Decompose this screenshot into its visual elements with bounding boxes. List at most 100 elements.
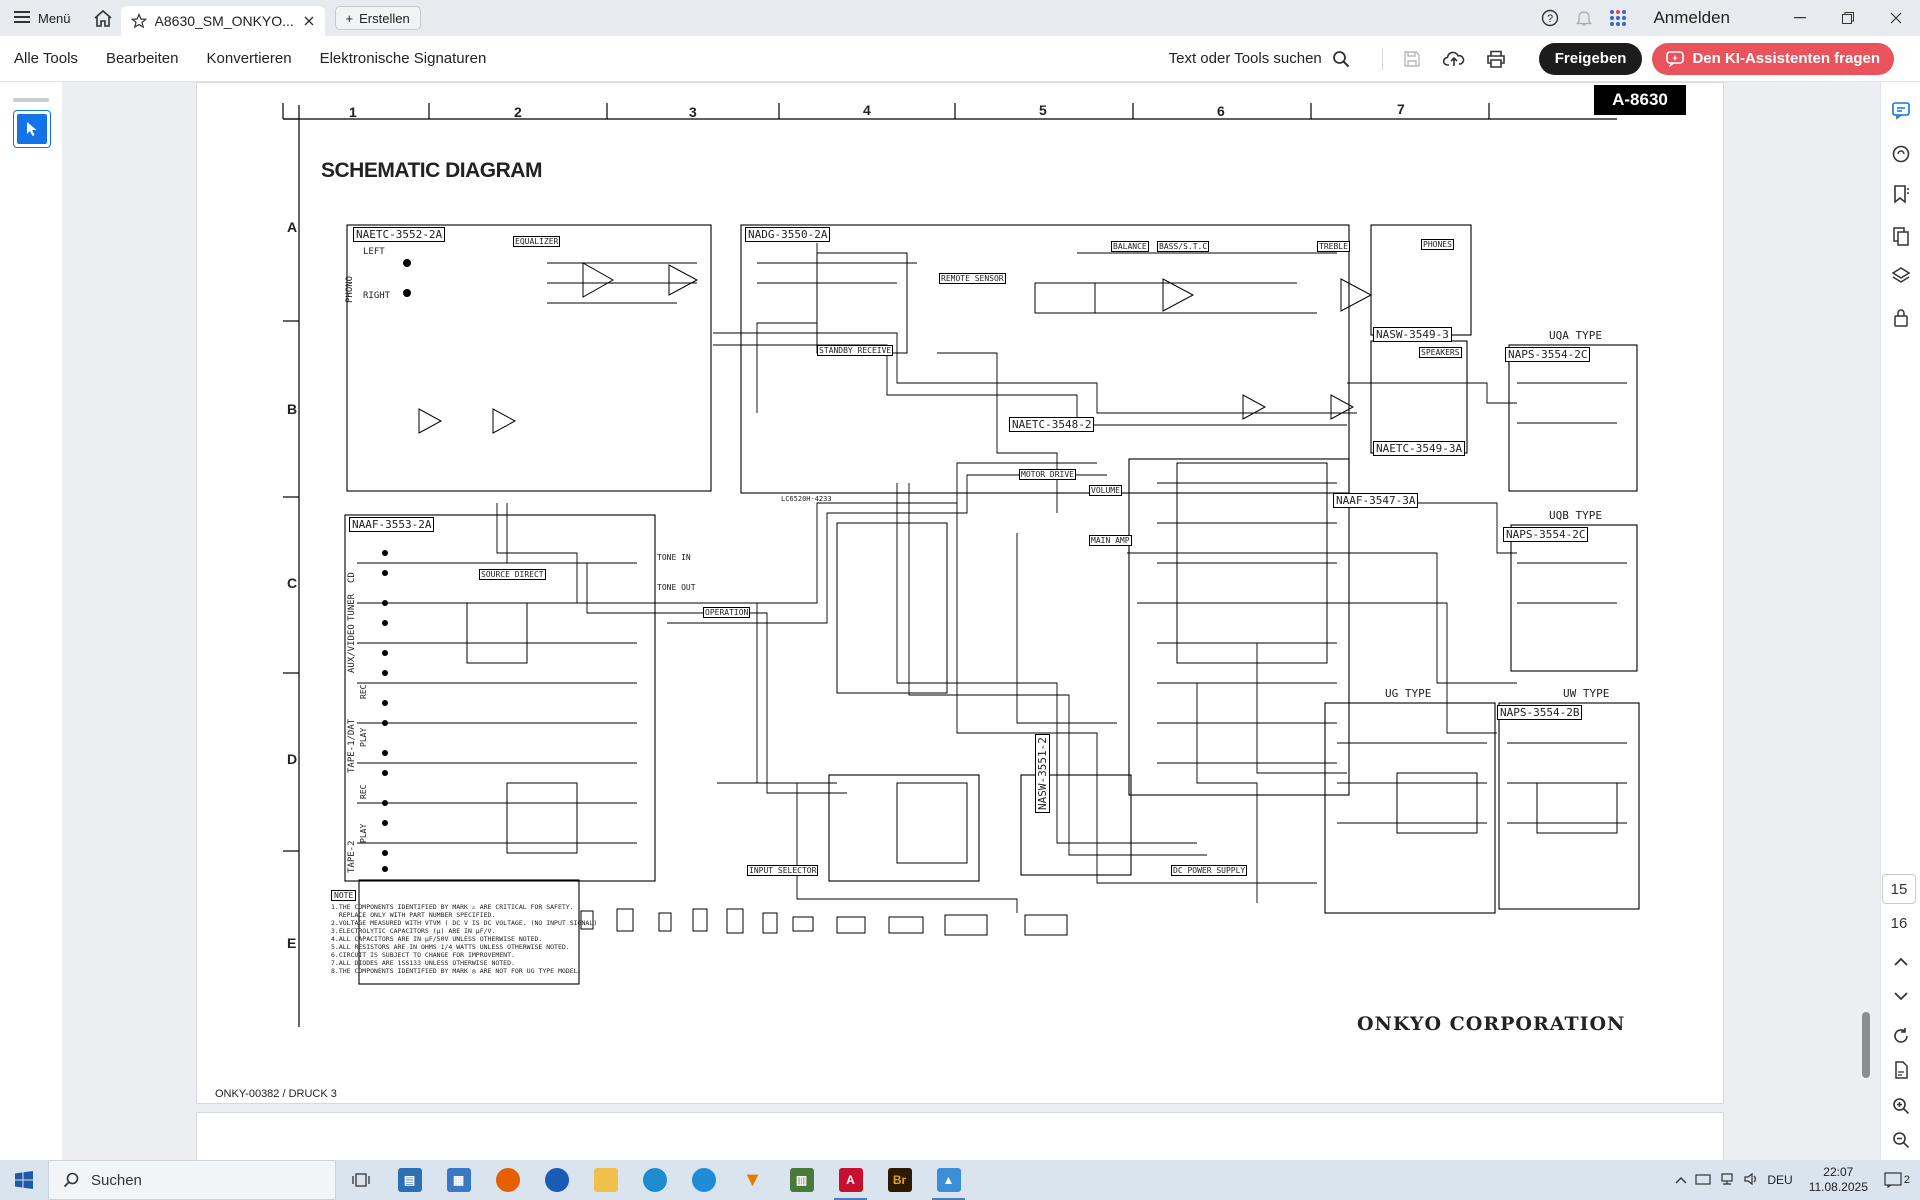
chevron-up-icon[interactable] (1675, 1173, 1687, 1187)
restore-icon (1842, 12, 1854, 24)
input-label: TAPE-2 (347, 840, 357, 873)
document-viewport[interactable]: A-8630 SCHEMATIC DIAGRAM 1 2 3 4 5 6 7 A… (62, 82, 1880, 1160)
taskbar-app-store[interactable]: ▥ (777, 1160, 826, 1200)
clock-time: 22:07 (1823, 1165, 1854, 1179)
taskbar-app-calculator[interactable]: ▦ (434, 1160, 483, 1200)
document-tab[interactable]: A8630_SM_ONKYO... (120, 6, 325, 36)
notification-center[interactable]: 2 (1884, 1172, 1910, 1188)
zoom-out-icon[interactable] (1887, 1126, 1915, 1154)
menu-e-signatures[interactable]: Elektronische Signaturen (319, 50, 487, 67)
taskbar-search[interactable]: Suchen (48, 1160, 336, 1200)
section-label: TONE IN (657, 553, 691, 562)
clock[interactable]: 22:07 11.08.2025 (1809, 1165, 1868, 1195)
main-menu-button[interactable]: Menü (0, 0, 85, 36)
taskbar-app-acrobat[interactable]: A (826, 1160, 875, 1200)
section-label: MOTOR DRIVE (1019, 469, 1076, 480)
section-label: TONE OUT (657, 583, 696, 592)
taskbar-app-bridge[interactable]: Br (875, 1160, 924, 1200)
page-number-current[interactable]: 15 (1882, 874, 1916, 904)
layers-icon[interactable] (1887, 262, 1915, 290)
scroll-thumb[interactable] (1862, 1012, 1870, 1078)
search-icon (63, 1172, 79, 1188)
restore-button[interactable] (1824, 0, 1872, 36)
taskbar-app-firefox[interactable] (483, 1160, 532, 1200)
board-label: NADG-3550-2A (745, 227, 831, 242)
type-label: UQA TYPE (1549, 329, 1602, 342)
input-label: PLAY (359, 823, 368, 843)
taskbar-app-edge[interactable] (630, 1160, 679, 1200)
bookmark-icon[interactable] (1887, 180, 1915, 208)
column-label: 5 (1039, 102, 1047, 118)
star-icon[interactable] (130, 13, 147, 29)
input-label: REC (359, 784, 368, 799)
chevron-down-icon[interactable] (1887, 982, 1915, 1010)
diagram-title: SCHEMATIC DIAGRAM (321, 159, 542, 182)
chevron-up-icon[interactable] (1887, 948, 1915, 976)
vertical-scrollbar[interactable] (1859, 82, 1873, 1160)
help-icon[interactable]: ? (1536, 4, 1564, 32)
print-button[interactable] (1479, 42, 1513, 76)
toolbar: Alle Tools Bearbeiten Konvertieren Elekt… (0, 36, 1920, 82)
note-line: 3.ELECTROLYTIC CAPACITORS (µ) ARE IN µF/… (331, 927, 496, 935)
column-label: 2 (514, 104, 522, 120)
input-label: TAPE-1/DAT (347, 718, 357, 773)
onedrive-icon[interactable] (1695, 1172, 1711, 1189)
taskbar-app-notepad[interactable]: ▤ (385, 1160, 434, 1200)
note-line: 5.ALL RESISTORS ARE IN OHMS 1/4 WATTS UN… (331, 943, 570, 951)
board-label: NAPS-3554-2C (1505, 347, 1591, 362)
share-button[interactable]: Freigeben (1538, 42, 1643, 75)
taskbar-app-bird[interactable] (679, 1160, 728, 1200)
thunderbird-icon (544, 1168, 569, 1192)
ai-assistant-button[interactable]: Den KI-Assistenten fragen (1652, 42, 1894, 75)
ai-assistant-label: Den KI-Assistenten fragen (1692, 50, 1880, 67)
start-button[interactable] (0, 1160, 48, 1200)
attachments-icon[interactable] (1887, 304, 1915, 332)
ai-chat-icon[interactable] (1887, 140, 1915, 168)
vlc-icon: ▼ (742, 1168, 763, 1191)
section-label: REMOTE SENSOR (939, 273, 1006, 284)
minimize-button[interactable] (1776, 0, 1824, 36)
column-label: 6 (1217, 103, 1225, 119)
upload-button[interactable] (1437, 42, 1471, 76)
taskbar-app-photos[interactable]: ▲ (924, 1160, 973, 1200)
taskbar-app-thunderbird[interactable] (532, 1160, 581, 1200)
refresh-icon[interactable] (1887, 1022, 1915, 1050)
create-button[interactable]: + Erstellen (334, 6, 421, 30)
save-icon (1404, 50, 1420, 67)
channel-label-right: RIGHT (363, 291, 391, 301)
taskbar-app-explorer[interactable] (581, 1160, 630, 1200)
bell-icon[interactable] (1570, 4, 1598, 32)
menu-edit[interactable]: Bearbeiten (105, 50, 179, 67)
next-pdf-page (196, 1112, 1724, 1160)
home-button[interactable] (85, 0, 121, 36)
menu-all-tools[interactable]: Alle Tools (14, 50, 78, 67)
board-label: NAETC-3548-2 (1009, 417, 1095, 432)
close-window-button[interactable] (1872, 0, 1920, 36)
store-icon: ▥ (789, 1168, 814, 1192)
board-label: NAETC-3552-2A (353, 227, 446, 242)
save-button[interactable] (1395, 42, 1429, 76)
close-tab-icon[interactable] (303, 15, 315, 27)
notification-count: 2 (1903, 1174, 1910, 1186)
page-number[interactable]: 16 (1890, 914, 1908, 932)
volume-icon[interactable] (1743, 1172, 1759, 1189)
main-menu-label: Menü (38, 10, 71, 26)
zoom-in-icon[interactable] (1887, 1092, 1915, 1120)
taskbar-app-vlc[interactable]: ▼ (728, 1160, 777, 1200)
search-tools-button[interactable]: Text oder Tools suchen (1169, 50, 1350, 68)
task-view-button[interactable] (336, 1160, 385, 1200)
board-label: NAPS-3554-2C (1503, 527, 1589, 542)
menu-convert[interactable]: Konvertieren (206, 50, 292, 67)
section-label: EQUALIZER (513, 236, 561, 247)
sign-in-button[interactable]: Anmelden (1653, 8, 1730, 27)
page-thumbnails-icon[interactable] (1887, 222, 1915, 250)
page-info-icon[interactable] (1887, 1056, 1915, 1084)
calculator-icon: ▦ (446, 1168, 471, 1192)
apps-grid-icon[interactable] (1604, 4, 1632, 32)
network-icon[interactable] (1719, 1172, 1735, 1189)
note-line: 2.VOLTAGE MEASURED WITH VTVM ( DC V IS D… (331, 919, 598, 927)
rail-grip[interactable] (13, 98, 49, 102)
language-indicator[interactable]: DEU (1767, 1173, 1793, 1187)
select-tool-button[interactable] (13, 110, 51, 148)
comment-panel-icon[interactable] (1887, 96, 1915, 124)
